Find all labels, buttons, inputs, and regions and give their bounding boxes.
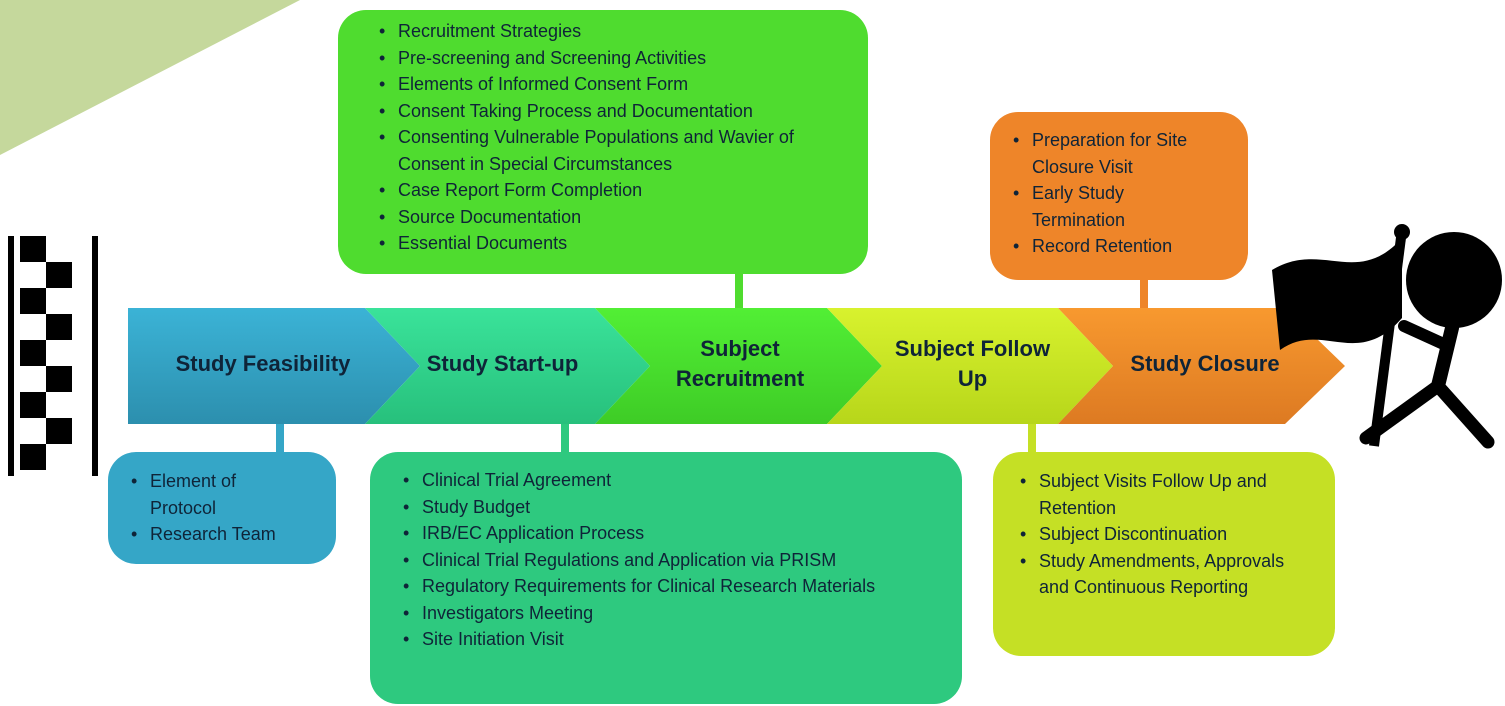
list-item: Early Study Termination: [1010, 180, 1218, 233]
list-item: Consent Taking Process and Documentation: [376, 98, 856, 125]
stage-label-startup: Study Start-up: [426, 351, 579, 376]
followup-topic-list: Subject Visits Follow Up and Retention S…: [1017, 468, 1305, 601]
list-item: Source Documentation: [376, 204, 856, 231]
connector-followup: [1028, 420, 1036, 454]
stage-chevron-startup: [365, 308, 650, 424]
list-item: Essential Documents: [376, 230, 856, 257]
feasibility-topic-list: Element of Protocol Research Team: [128, 468, 306, 548]
list-item: Elements of Informed Consent Form: [376, 71, 856, 98]
list-item: Clinical Trial Agreement: [400, 467, 942, 494]
box-startup: Clinical Trial Agreement Study Budget IR…: [370, 452, 962, 704]
stage-label-recruitment: Subject Recruitment: [675, 336, 805, 391]
corner-decoration: [0, 0, 300, 155]
list-item: Consenting Vulnerable Populations and Wa…: [376, 124, 856, 177]
stage-chevron-followup: [827, 308, 1113, 424]
stage-label-followup: Subject Follow Up: [894, 336, 1051, 391]
box-closure: Preparation for Site Closure Visit Early…: [990, 112, 1248, 280]
box-feasibility: Element of Protocol Research Team: [108, 452, 336, 564]
stage-label-closure: Study Closure: [1130, 351, 1280, 376]
list-item: Subject Discontinuation: [1017, 521, 1305, 548]
startup-topic-list: Clinical Trial Agreement Study Budget IR…: [400, 467, 942, 653]
list-item: Subject Visits Follow Up and Retention: [1017, 468, 1305, 521]
list-item: Case Report Form Completion: [376, 177, 856, 204]
list-item: Element of Protocol: [128, 468, 306, 521]
flag-figure-icon: [1272, 224, 1502, 449]
connector-closure: [1140, 272, 1148, 312]
closure-topic-list: Preparation for Site Closure Visit Early…: [1010, 127, 1218, 260]
connector-startup: [561, 420, 569, 454]
recruitment-topic-list: Recruitment Strategies Pre-screening and…: [376, 18, 856, 257]
stage-chevron-closure: [1058, 308, 1345, 424]
checkered-flag-icon: [8, 236, 98, 476]
list-item: Regulatory Requirements for Clinical Res…: [400, 573, 942, 600]
stage-chevron-recruitment: [595, 308, 882, 424]
stage-chevron-feasibility: [128, 308, 420, 424]
list-item: Investigators Meeting: [400, 600, 942, 627]
list-item: Site Initiation Visit: [400, 626, 942, 653]
list-item: Record Retention: [1010, 233, 1218, 260]
list-item: Study Budget: [400, 494, 942, 521]
list-item: Research Team: [128, 521, 306, 548]
list-item: IRB/EC Application Process: [400, 520, 942, 547]
stage-label-feasibility: Study Feasibility: [175, 351, 351, 376]
connector-feasibility: [276, 420, 284, 454]
list-item: Preparation for Site Closure Visit: [1010, 127, 1218, 180]
box-recruitment: Recruitment Strategies Pre-screening and…: [338, 10, 868, 274]
list-item: Clinical Trial Regulations and Applicati…: [400, 547, 942, 574]
connector-recruitment: [735, 272, 743, 312]
box-followup: Subject Visits Follow Up and Retention S…: [993, 452, 1335, 656]
list-item: Recruitment Strategies: [376, 18, 856, 45]
list-item: Study Amendments, Approvals and Continuo…: [1017, 548, 1305, 601]
list-item: Pre-screening and Screening Activities: [376, 45, 856, 72]
